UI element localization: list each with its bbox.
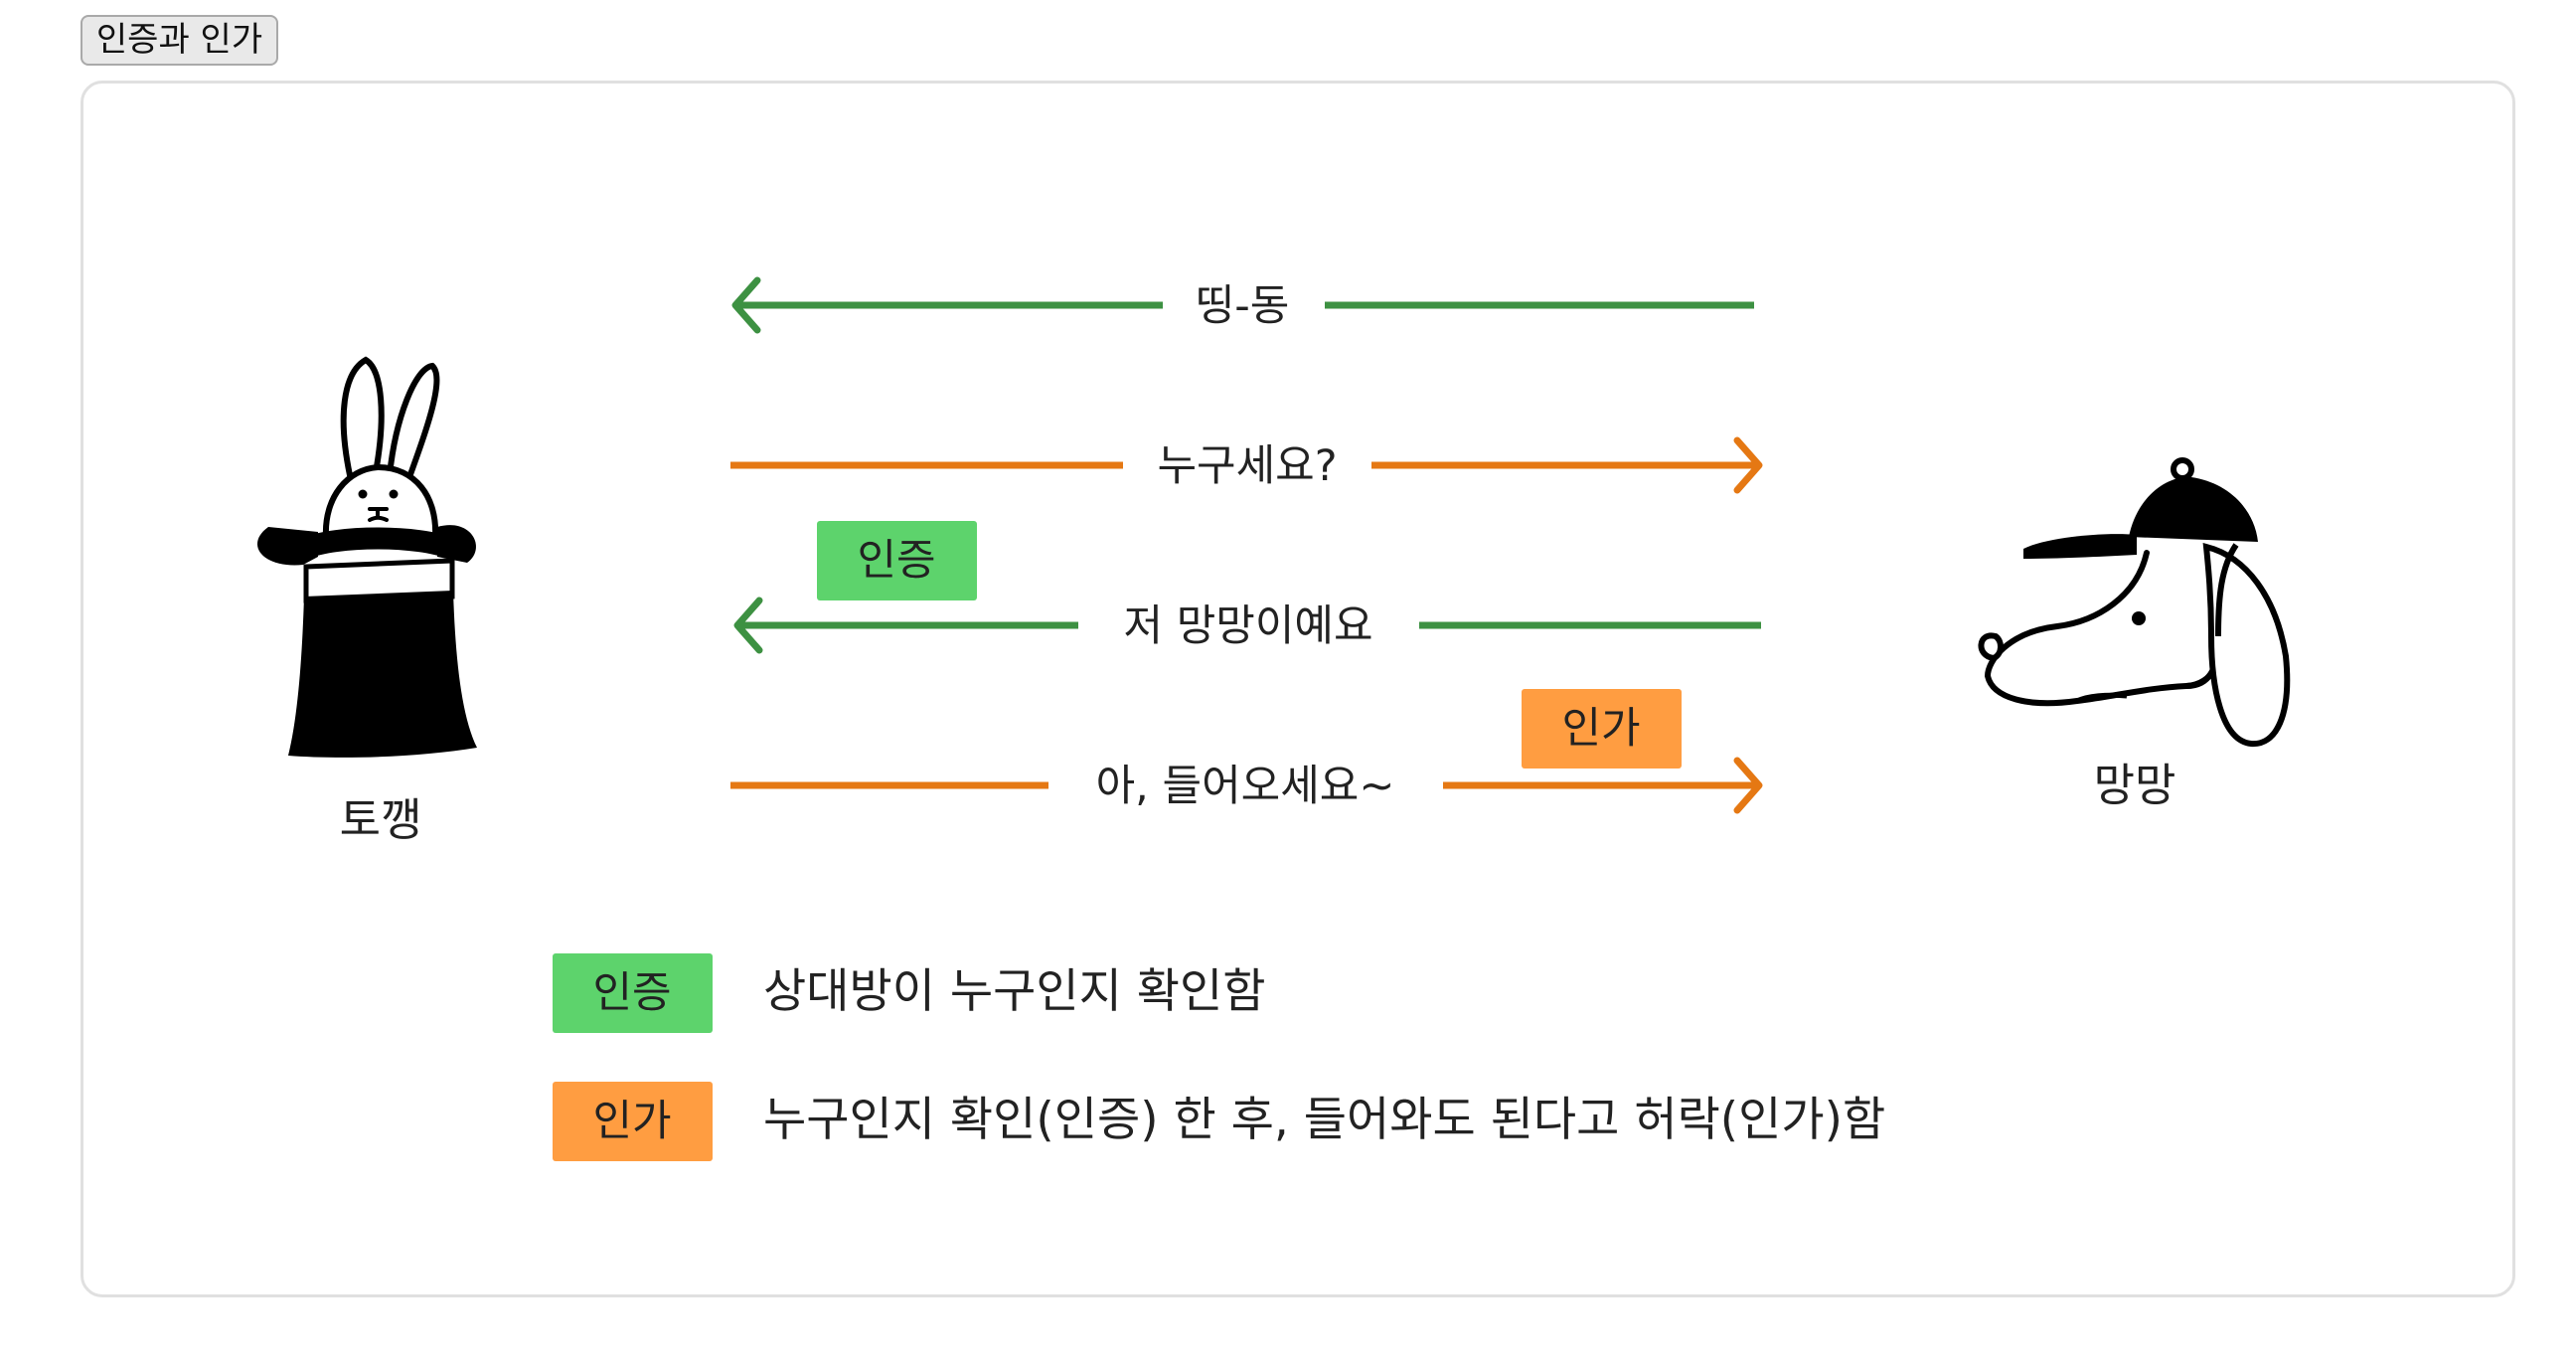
message-4-text: 아, 들어오세요~ bbox=[1096, 762, 1395, 811]
authz-tag: 인가 bbox=[1522, 689, 1682, 769]
legend-authz-tag bbox=[553, 1082, 713, 1161]
message-1: 띵-동 bbox=[731, 276, 1754, 334]
message-3: 저 망망이예요 bbox=[733, 597, 1761, 654]
dog-with-cap-icon bbox=[1978, 457, 2291, 748]
arrow-left-head bbox=[733, 597, 763, 654]
message-1-text: 띵-동 bbox=[1196, 281, 1290, 331]
message-2-text: 누구세요? bbox=[1157, 441, 1337, 491]
legend-auth: 인증 상대방이 누구인지 확인함 bbox=[553, 953, 1266, 1033]
svg-text:인증: 인증 bbox=[857, 536, 935, 586]
arrow-left-head bbox=[731, 276, 761, 334]
tab-auth-authz[interactable]: 인증과 인가 bbox=[80, 15, 278, 66]
message-2: 누구세요? bbox=[730, 436, 1763, 494]
message-4: 아, 들어오세요~ bbox=[730, 757, 1763, 814]
message-3-text: 저 망망이예요 bbox=[1123, 601, 1372, 651]
arrow-right-head bbox=[1733, 757, 1763, 814]
right-character-name: 망망 bbox=[2094, 759, 2176, 811]
legend-auth-tag-label: 인증 bbox=[592, 968, 671, 1018]
auth-tag: 인증 bbox=[817, 521, 977, 600]
legend-auth-tag bbox=[553, 953, 713, 1033]
svg-text:인가: 인가 bbox=[1561, 704, 1640, 754]
legend-auth-text: 상대방이 누구인지 확인함 bbox=[763, 964, 1266, 1019]
legend-authz-text: 누구인지 확인(인증) 한 후, 들어와도 된다고 허락(인가)함 bbox=[763, 1093, 1885, 1147]
legend-authz-tag-label: 인가 bbox=[592, 1097, 671, 1146]
arrow-right-head bbox=[1733, 436, 1763, 494]
legend-authz: 인가 누구인지 확인(인증) 한 후, 들어와도 된다고 허락(인가)함 bbox=[553, 1082, 1885, 1161]
left-character-name: 토깽 bbox=[340, 793, 422, 846]
rabbit-in-hat-icon bbox=[256, 356, 477, 758]
